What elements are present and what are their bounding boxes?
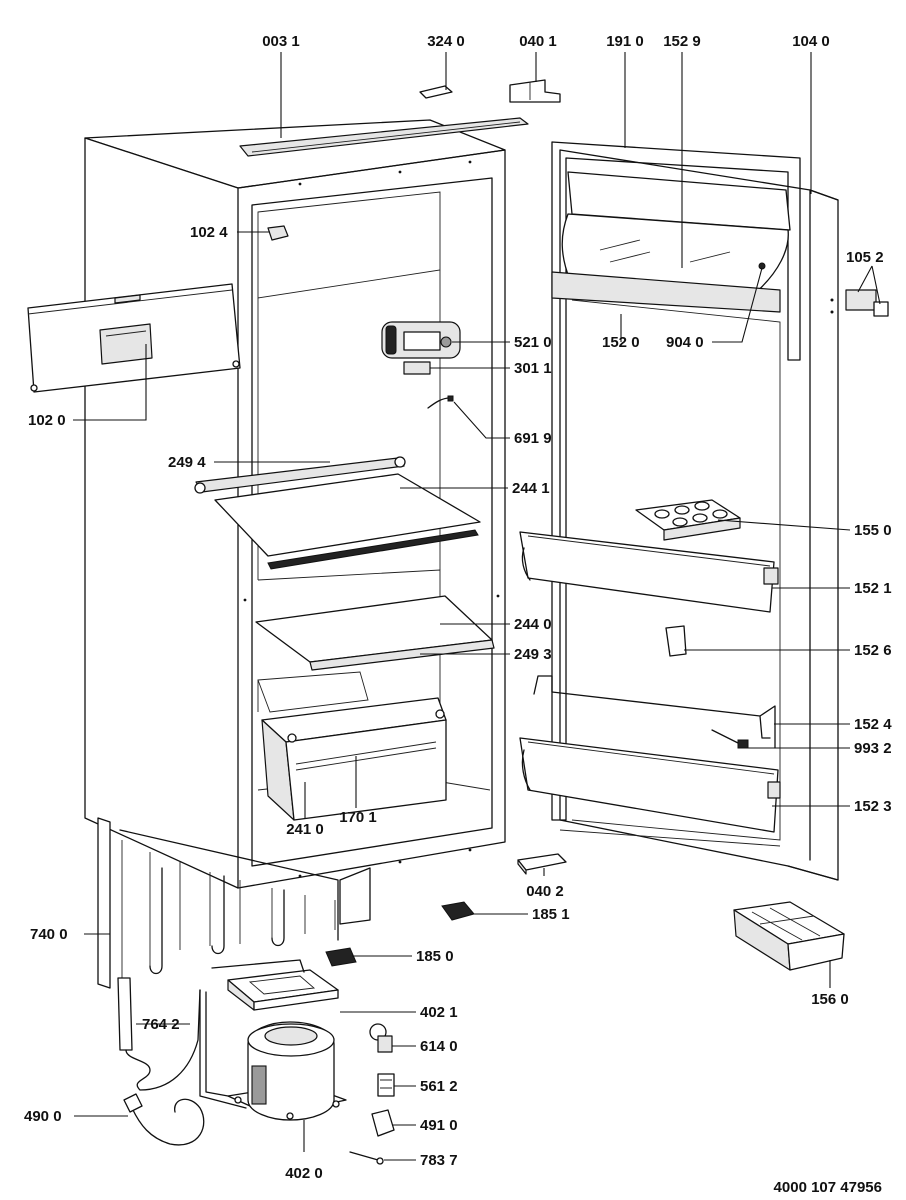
part-label-9040: 904 0 <box>666 334 704 351</box>
part-label-1521: 152 1 <box>854 580 892 597</box>
part-label-1910: 191 0 <box>606 33 644 50</box>
document-number: 4000 107 47956 <box>774 1179 882 1196</box>
part-label-3240: 324 0 <box>427 33 465 50</box>
part-label-1020: 102 0 <box>28 412 66 429</box>
part-label-5210: 521 0 <box>514 334 552 351</box>
part-label-1024: 102 4 <box>190 224 228 241</box>
bottle-retainer-rail <box>533 675 771 739</box>
top-trim-strip <box>239 117 529 157</box>
relay-cover <box>371 1109 395 1137</box>
clip <box>419 85 453 99</box>
part-label-1523: 152 3 <box>854 798 892 815</box>
part-label-4900: 490 0 <box>24 1108 62 1125</box>
thermostat-housing <box>381 321 461 359</box>
crisper-drawer <box>261 697 447 821</box>
part-label-5612: 561 2 <box>420 1078 458 1095</box>
glass-shelf-lower <box>255 595 495 671</box>
door-balcony-lower <box>519 737 781 833</box>
part-label-1526: 152 6 <box>854 642 892 659</box>
top-hinge-bracket <box>509 79 561 103</box>
part-label-3011: 301 1 <box>514 360 552 377</box>
bottle-holder-clip <box>665 625 687 657</box>
part-label-1560: 156 0 <box>811 991 849 1008</box>
part-label-4021: 402 1 <box>420 1004 458 1021</box>
part-label-2493: 249 3 <box>514 646 552 663</box>
part-label-0402: 040 2 <box>526 883 564 900</box>
part-labels: 003 1 324 0 040 1 191 0 152 9 104 0 102 … <box>24 33 892 1182</box>
door-hinge-pin <box>830 289 889 317</box>
hinge-cover-lower <box>325 947 357 967</box>
part-label-4020: 402 0 <box>285 1165 323 1182</box>
part-label-7837: 783 7 <box>420 1152 458 1169</box>
shelf-front-trim-upper <box>194 456 406 494</box>
power-cable <box>123 1093 205 1146</box>
part-label-1850: 185 0 <box>416 948 454 965</box>
starter-relay <box>369 1023 393 1053</box>
part-label-6919: 691 9 <box>514 430 552 447</box>
part-label-2410: 241 0 <box>286 821 324 838</box>
part-label-7400: 740 0 <box>30 926 68 943</box>
part-label-1701: 170 1 <box>339 809 377 826</box>
part-label-2494: 249 4 <box>168 454 206 471</box>
part-label-1040: 104 0 <box>792 33 830 50</box>
dairy-compartment <box>551 171 791 313</box>
egg-tray <box>635 499 741 541</box>
part-label-2441: 244 1 <box>512 480 550 497</box>
rating-label <box>403 361 431 375</box>
door-balcony-upper <box>519 531 779 613</box>
condenser <box>97 817 371 1000</box>
part-label-1520: 152 0 <box>602 334 640 351</box>
bottom-hinge-bracket <box>517 853 567 875</box>
part-label-1851: 185 1 <box>532 906 570 923</box>
freezer-clip <box>267 225 289 241</box>
door-switch-cable <box>711 729 741 745</box>
compressor <box>227 1021 347 1121</box>
part-label-1052: 105 2 <box>846 249 884 266</box>
door-gasket <box>551 141 801 821</box>
part-label-1550: 155 0 <box>854 522 892 539</box>
part-label-1524: 152 4 <box>854 716 892 733</box>
ice-cube-tray <box>733 901 845 971</box>
part-label-1529: 152 9 <box>663 33 701 50</box>
part-label-0031: 003 1 <box>262 33 300 50</box>
compressor-base-tray <box>227 969 339 1011</box>
part-label-0401: 040 1 <box>519 33 557 50</box>
part-label-2440: 244 0 <box>514 616 552 633</box>
sensor-tip <box>447 395 454 402</box>
temperature-sensor <box>427 397 451 409</box>
part-label-6140: 614 0 <box>420 1038 458 1055</box>
overload-protector <box>377 1073 395 1097</box>
part-label-9932: 993 2 <box>854 740 892 757</box>
hinge-cover-upper <box>441 901 475 921</box>
glass-shelf-upper <box>214 473 481 570</box>
filter-dryer <box>117 977 201 1091</box>
freezer-flap-door <box>27 283 241 393</box>
part-label-7642: 764 2 <box>142 1016 180 1033</box>
cable-tie <box>349 1151 379 1161</box>
part-label-4910: 491 0 <box>420 1117 458 1134</box>
leader-lines <box>73 52 881 1161</box>
